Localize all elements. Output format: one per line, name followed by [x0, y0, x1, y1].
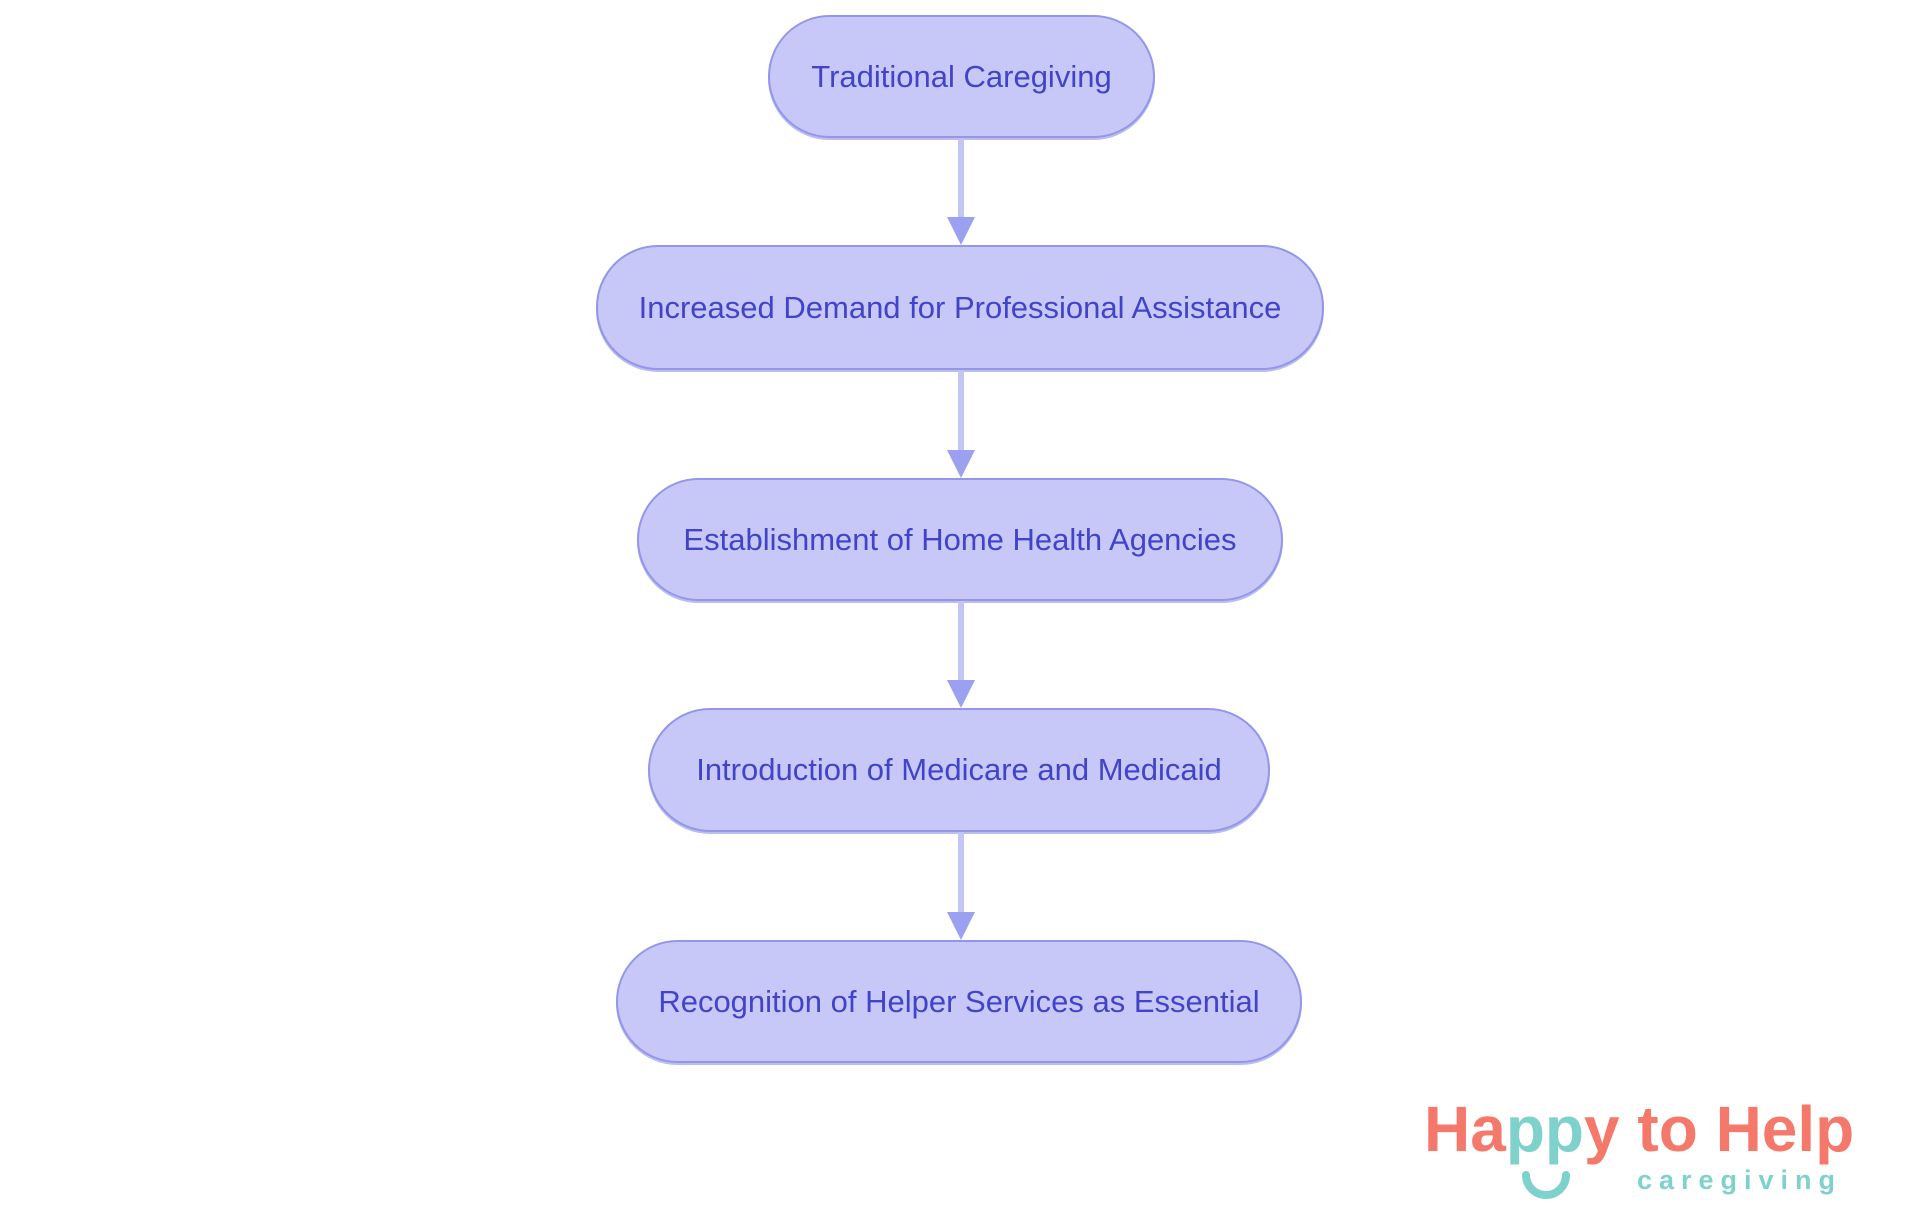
flow-node-helper-services-essential: Recognition of Helper Services as Essent…: [616, 940, 1302, 1063]
arrow-down-icon: [947, 912, 975, 940]
flow-connector-4: [947, 832, 975, 940]
flow-connector-1: [947, 138, 975, 245]
node-label: Establishment of Home Health Agencies: [683, 521, 1237, 557]
logo-text-y: y: [1584, 1093, 1620, 1165]
happy-to-help-logo: Happy to Help caregiving: [1424, 1097, 1884, 1199]
logo-text-to-help: to Help: [1619, 1093, 1855, 1165]
arrow-shaft: [958, 370, 964, 452]
logo-text-ha: Ha: [1424, 1093, 1506, 1165]
node-label: Introduction of Medicare and Medicaid: [696, 752, 1222, 787]
logo-tagline: caregiving: [1636, 1165, 1842, 1195]
logo-wordmark: Happy to Help: [1424, 1097, 1884, 1161]
node-label: Increased Demand for Professional Assist…: [638, 289, 1282, 325]
flow-node-medicare-medicaid: Introduction of Medicare and Medicaid: [648, 708, 1270, 832]
arrow-shaft: [958, 601, 964, 682]
node-label: Traditional Caregiving: [811, 58, 1112, 94]
arrow-down-icon: [947, 450, 975, 478]
arrow-shaft: [958, 138, 964, 219]
arrow-down-icon: [947, 680, 975, 708]
flow-node-increased-demand: Increased Demand for Professional Assist…: [596, 245, 1324, 370]
logo-text-pp: pp: [1505, 1093, 1584, 1165]
flow-node-home-health-agencies: Establishment of Home Health Agencies: [637, 478, 1283, 601]
flow-node-traditional-caregiving: Traditional Caregiving: [768, 15, 1155, 138]
flow-connector-3: [947, 601, 975, 708]
smile-icon: [1522, 1171, 1570, 1199]
flow-connector-2: [947, 370, 975, 478]
arrow-shaft: [958, 832, 964, 914]
arrow-down-icon: [947, 217, 975, 245]
node-label: Recognition of Helper Services as Essent…: [658, 983, 1260, 1019]
